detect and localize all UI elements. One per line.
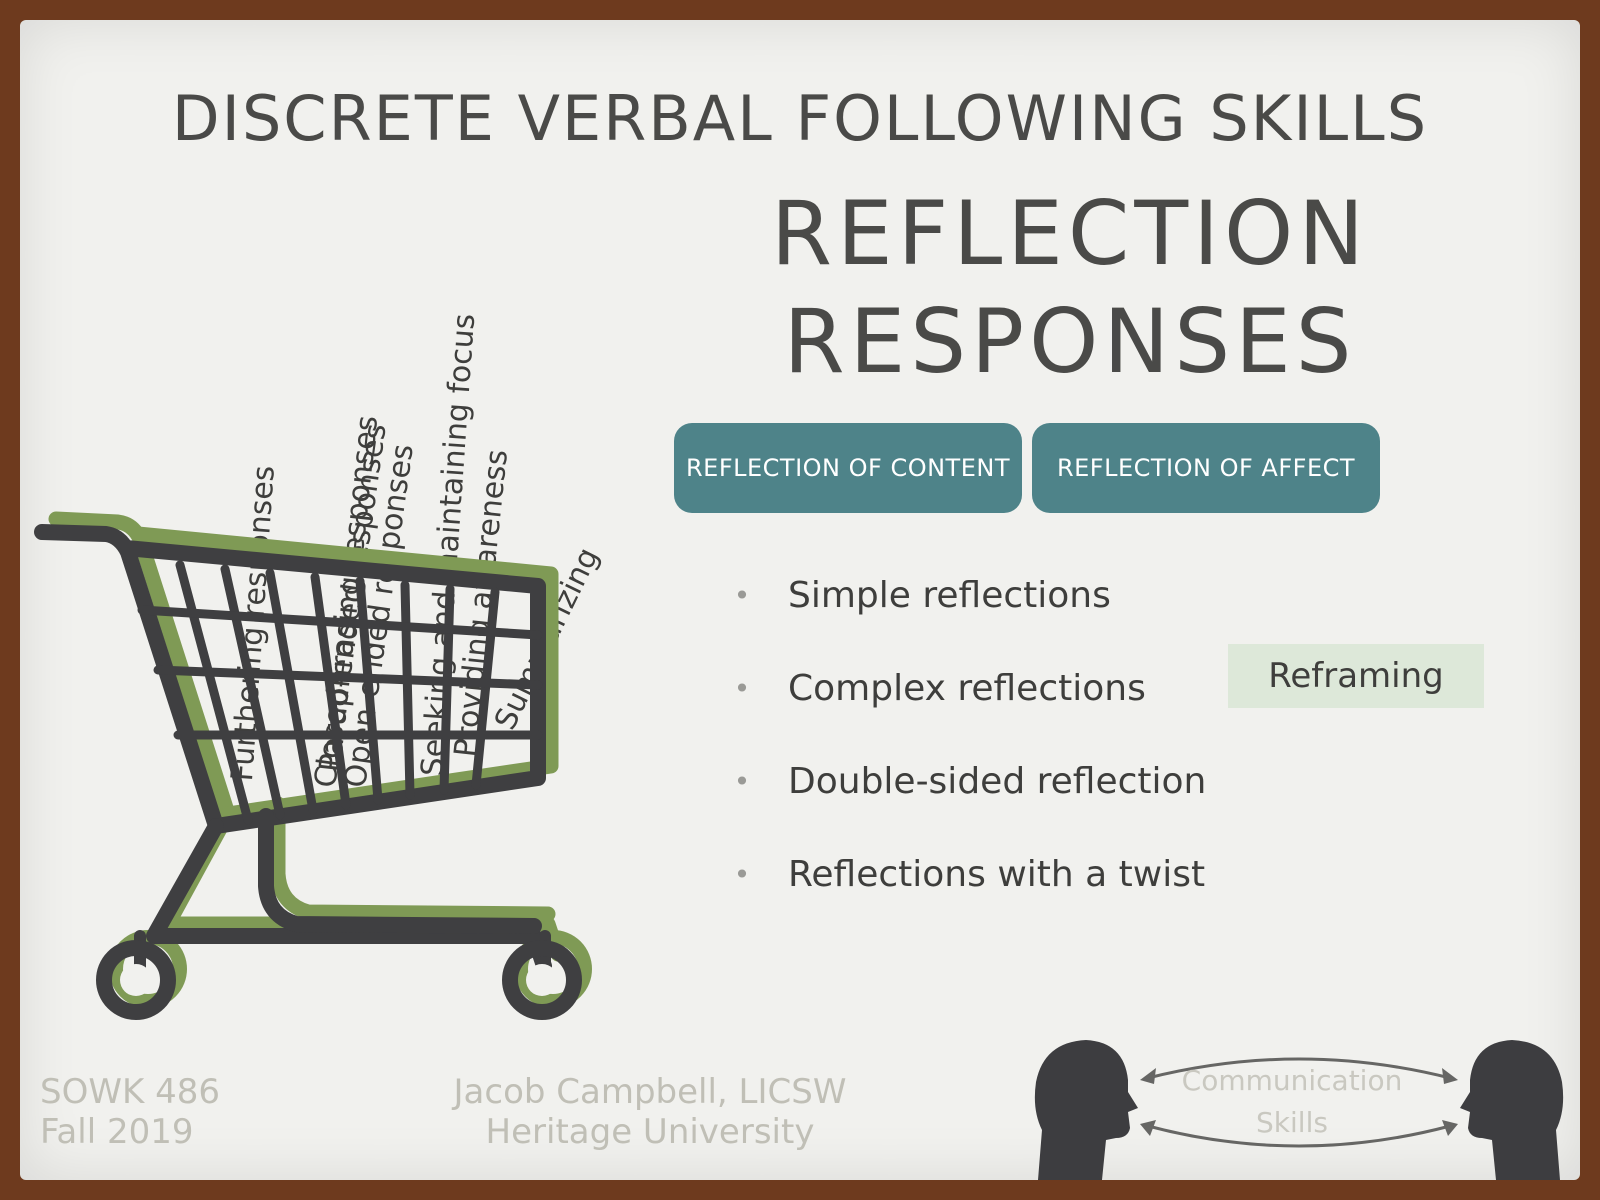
main-title: REFLECTION RESPONSES [760, 180, 1380, 396]
course-term: Fall 2019 [40, 1112, 194, 1152]
bullet-text: Simple reflections [788, 575, 1111, 616]
reframing-callout: Reframing [1228, 644, 1484, 708]
pill-label: REFLECTION OF AFFECT [1056, 454, 1356, 482]
comm-line2: Skills [1256, 1106, 1328, 1139]
bullet-marker: • [733, 672, 751, 705]
header-title: DISCRETE VERBAL FOLLOWING SKILLS [171, 82, 1429, 155]
bullet-marker: • [733, 765, 751, 798]
pill-reflection-of-content: REFLECTION OF CONTENT [674, 423, 1022, 513]
instructor-name: Jacob Campbell, LICSW [453, 1072, 847, 1112]
main-title-line2: RESPONSES [783, 290, 1357, 393]
main-title-line1: REFLECTION [770, 182, 1370, 285]
list-item: • Double-sided reflection [732, 754, 1432, 847]
bullet-list: • Simple reflections • Complex reflectio… [732, 568, 1432, 940]
comm-line1: Communication [1181, 1064, 1403, 1097]
list-item: • Reflections with a twist [732, 847, 1432, 940]
list-item: • Simple reflections [732, 568, 1432, 661]
bullet-text: Reflections with a twist [788, 854, 1206, 895]
communication-heads-icon [1034, 1040, 1564, 1180]
bullet-text: Double-sided reflection [788, 761, 1207, 802]
course-code: SOWK 486 [40, 1072, 220, 1112]
shopping-cart-icon [34, 511, 592, 1020]
pill-label: REFLECTION OF CONTENT [685, 454, 1010, 482]
bullet-text: Complex reflections [788, 668, 1146, 709]
pill-reflection-of-affect: REFLECTION OF AFFECT [1032, 423, 1380, 513]
slide: DISCRETE VERBAL FOLLOWING SKILLS REFLECT… [20, 20, 1580, 1180]
footer-instructor-info: Jacob Campbell, LICSW Heritage Universit… [430, 1072, 870, 1152]
communication-skills-label: Communication Skills [1152, 1060, 1432, 1144]
bullet-marker: • [733, 579, 751, 612]
bullet-marker: • [733, 858, 751, 891]
footer-course-info: SOWK 486 Fall 2019 [40, 1072, 220, 1152]
university-name: Heritage University [485, 1112, 815, 1152]
reframing-label: Reframing [1268, 656, 1444, 696]
list-item: • Complex reflections [732, 661, 1432, 754]
